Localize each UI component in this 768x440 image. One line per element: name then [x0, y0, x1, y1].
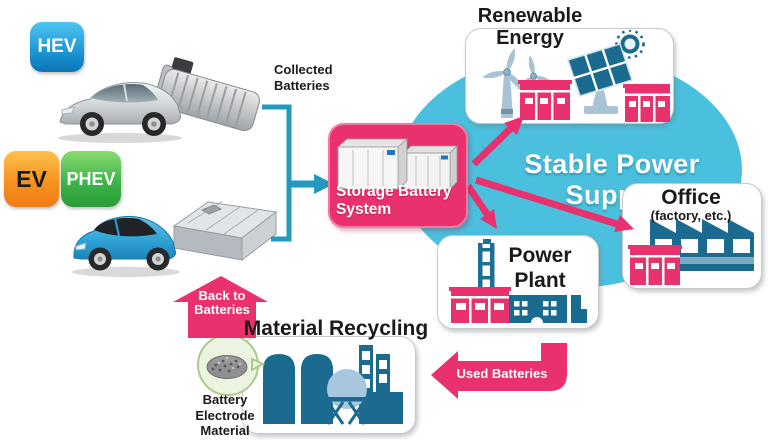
office-factory-icons [628, 219, 754, 285]
battery-electrode-material-label: Battery Electrode Material [195, 392, 255, 438]
storage-cabinets-image [336, 138, 458, 190]
battery-container-icon [623, 84, 670, 122]
collected-batteries-label: Collected Batteries [274, 62, 333, 93]
renewable-energy-icons [482, 30, 670, 122]
hev-car-image [58, 82, 182, 143]
material-recycling-title: Material Recycling [243, 317, 429, 340]
back-to-batteries-label: Back to Batteries [194, 288, 250, 317]
battery-container-icon [449, 287, 511, 323]
solar-panel-icon [567, 43, 633, 114]
ev-badge: EV [4, 151, 59, 207]
power-plant-title: Power Plant [508, 244, 572, 292]
sun-icon [615, 30, 645, 59]
power-plant-icons [449, 239, 587, 323]
hev-badge: HEV [30, 22, 84, 72]
electrode-material-icon [206, 355, 266, 379]
electrode-material-bubble [197, 334, 259, 396]
power-plant-building-icon [509, 295, 587, 323]
recycling-plant-icon [263, 345, 403, 425]
ev-car-image [72, 216, 180, 277]
renewable-energy-title: Renewable Energy [477, 5, 583, 49]
used-batteries-label: Used Batteries [456, 366, 548, 381]
office-subtitle: (factory, etc.) [650, 208, 732, 223]
storage-battery-system-label: Storage Battery System [336, 183, 452, 218]
phev-badge: PHEV [61, 151, 121, 207]
office-title: Office [661, 186, 721, 209]
battery-container-icon [628, 245, 682, 285]
storage-battery-system-box: Storage Battery System [328, 123, 468, 228]
battery-container-icon [518, 80, 572, 120]
